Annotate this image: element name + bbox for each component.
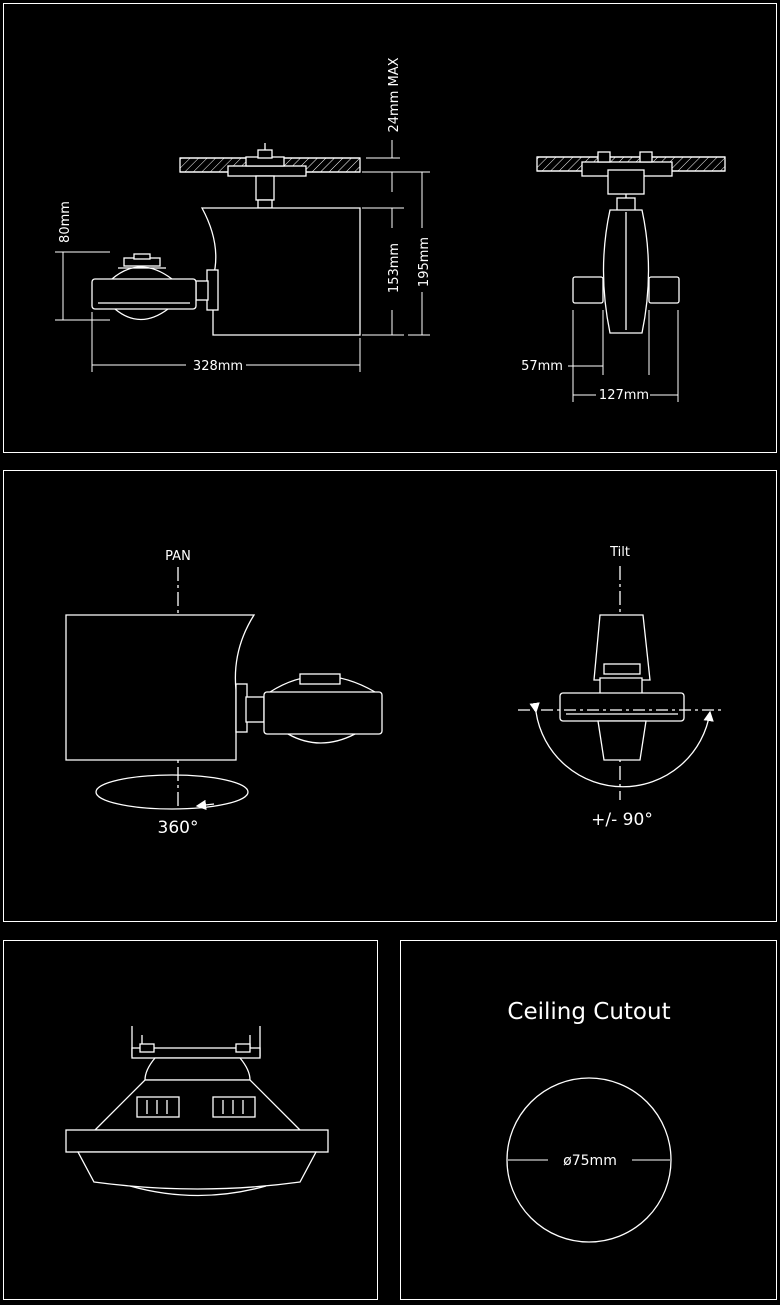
tilt-label: Tilt [609,545,630,560]
dim-328-label: 328mm [193,359,243,374]
dim-80-label: 80mm [58,201,73,243]
lamp-detail-panel [3,940,378,1300]
side-view-dimensions [55,140,430,372]
ceiling-cutout-panel [400,940,777,1300]
front-view-dimensions [568,310,679,402]
cutout-circle [506,1077,672,1243]
dim-24-max-label: 24mm MAX [387,57,402,132]
lamp-detail-drawing [65,1026,329,1197]
rotation-panel [3,470,777,922]
tilt-view-drawing [518,566,722,800]
pan-view-drawing [65,567,383,811]
pan-angle-label: 360° [158,818,199,838]
pan-label: PAN [165,549,191,564]
dim-195-label: 195mm [417,237,432,287]
dim-57-label: 57mm [521,359,563,374]
dim-127-label: 127mm [599,388,649,403]
tilt-angle-label: +/- 90° [591,810,653,830]
dim-153-label: 153mm [387,243,402,293]
cutout-diameter-label: ø75mm [563,1153,617,1169]
front-view-drawing [536,151,726,334]
dimensions-panel [3,3,777,453]
cutout-title: Ceiling Cutout [507,999,670,1025]
side-view-drawing [91,143,361,336]
